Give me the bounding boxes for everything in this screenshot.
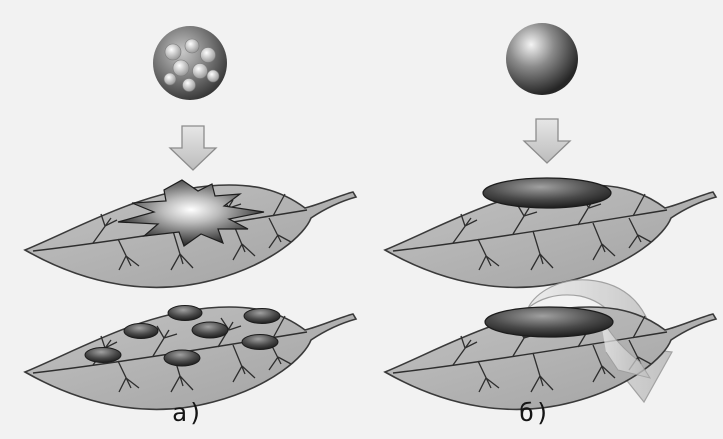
panel-a — [25, 26, 356, 409]
capsule-icon — [85, 348, 121, 363]
down-arrow-icon — [524, 119, 570, 163]
flattened-capsule-icon — [483, 178, 611, 208]
flattened-capsule-icon — [485, 307, 613, 337]
capsule-icon — [124, 324, 158, 339]
capsule-icon — [192, 322, 228, 338]
loaded-sphere-icon — [153, 26, 227, 100]
capsule-icon — [244, 309, 280, 324]
down-arrow-icon — [170, 126, 216, 170]
capsule-icon — [164, 350, 200, 366]
panel-b-caption: б) — [519, 398, 551, 427]
solid-sphere-icon — [506, 23, 578, 95]
panel-a-caption: а) — [172, 398, 204, 427]
capsule-icon — [168, 306, 202, 321]
capsule-icon — [242, 335, 278, 350]
panel-b — [385, 23, 716, 409]
